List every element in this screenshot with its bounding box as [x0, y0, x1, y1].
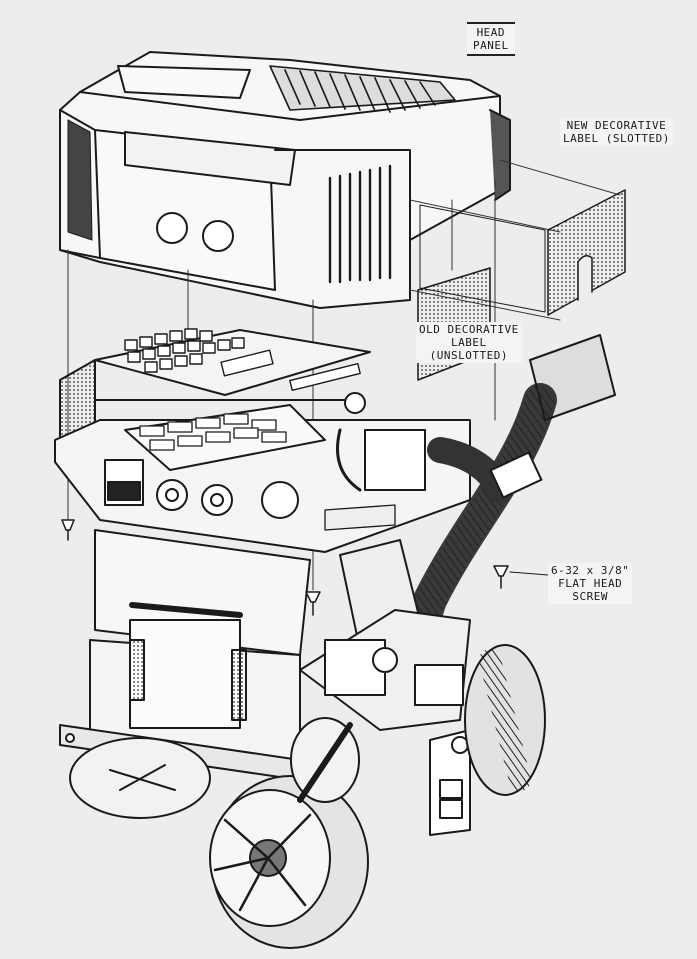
label-line: OLD DECORATIVE — [419, 323, 519, 336]
label-line: NEW DECORATIVE — [566, 119, 667, 132]
head-panel — [59, 51, 511, 309]
label-line: LABEL — [451, 336, 487, 349]
main-circuit-board — [54, 404, 471, 553]
label-line: LABEL (SLOTTED) — [563, 132, 670, 145]
screw-callout: 6-32 x 3/8" FLAT HEAD SCREW — [548, 563, 633, 604]
left-wheel — [69, 737, 211, 819]
new-decorative-label-plate — [547, 189, 626, 316]
head-panel-label: HEAD PANEL — [467, 22, 515, 56]
caster-wheel — [290, 717, 360, 803]
label-outline-guide — [419, 204, 546, 313]
right-wheel — [464, 644, 546, 796]
label-line: (UNSLOTTED) — [429, 349, 509, 362]
flat-head-screw-icon — [61, 519, 509, 616]
label-line: PANEL — [473, 39, 509, 52]
old-decorative-label-callout: OLD DECORATIVE LABEL (UNSLOTTED) — [416, 322, 522, 363]
label-line: FLAT HEAD — [558, 577, 623, 590]
top-vent-grille — [269, 65, 456, 113]
keyboard-circuit-board — [59, 328, 371, 441]
screw-callout-leader — [509, 571, 549, 576]
flexible-arm-conduit — [393, 334, 616, 677]
new-decorative-label-callout: NEW DECORATIVE LABEL (SLOTTED) — [560, 118, 673, 146]
label-line: HEAD — [476, 26, 506, 39]
label-line: SCREW — [572, 590, 608, 603]
side-vent-grille — [328, 164, 392, 284]
label-line: 6-32 x 3/8" — [551, 564, 630, 577]
front-wheel — [209, 775, 369, 949]
